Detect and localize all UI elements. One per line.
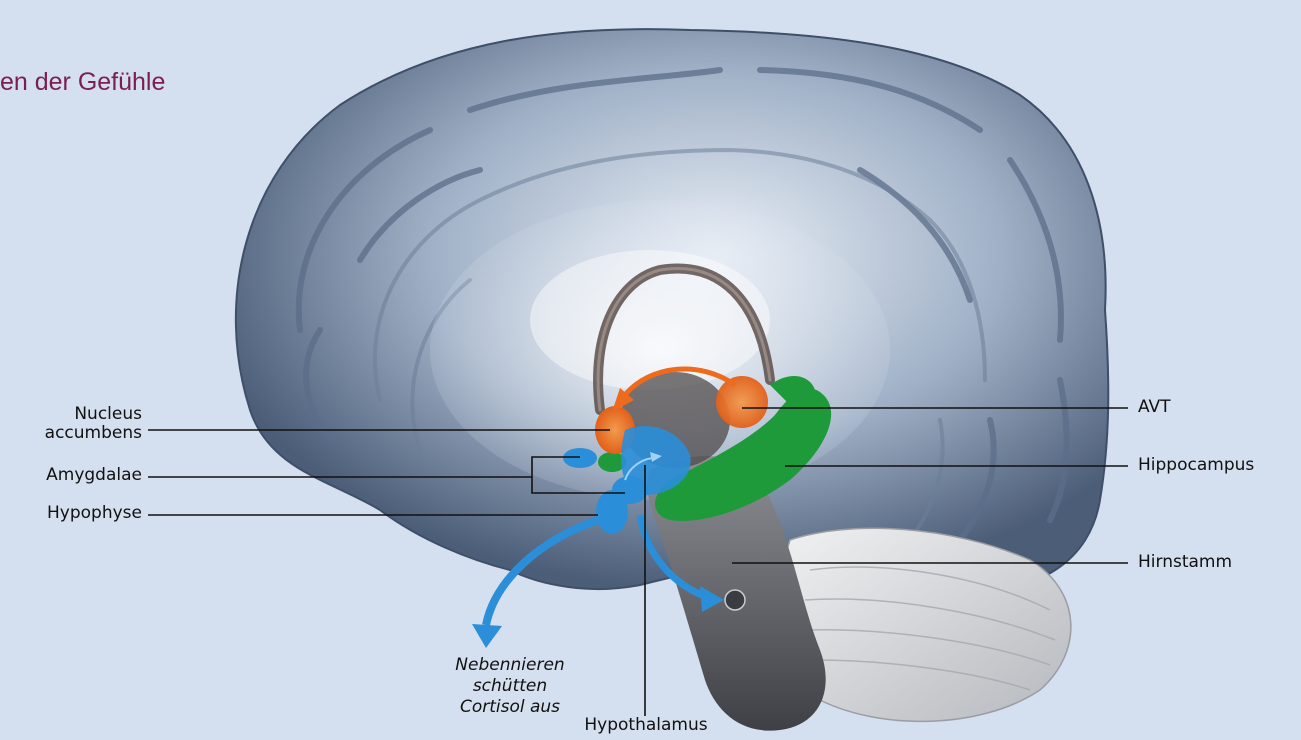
label-nucleus-accumbens: Nucleus accumbens: [18, 405, 142, 443]
label-amygdalae: Amygdalae: [0, 466, 142, 485]
amygdala-region: [563, 448, 597, 468]
avt-region: [716, 376, 768, 428]
label-hippocampus: Hippocampus: [1138, 456, 1254, 475]
label-hypothalamus: Hypothalamus: [562, 716, 730, 735]
label-cortisol: Nebennieren schütten Cortisol aus: [450, 655, 570, 718]
label-avt: AVT: [1138, 398, 1171, 417]
label-hypophyse: Hypophyse: [0, 504, 142, 523]
label-hirnstamm: Hirnstamm: [1138, 553, 1232, 572]
